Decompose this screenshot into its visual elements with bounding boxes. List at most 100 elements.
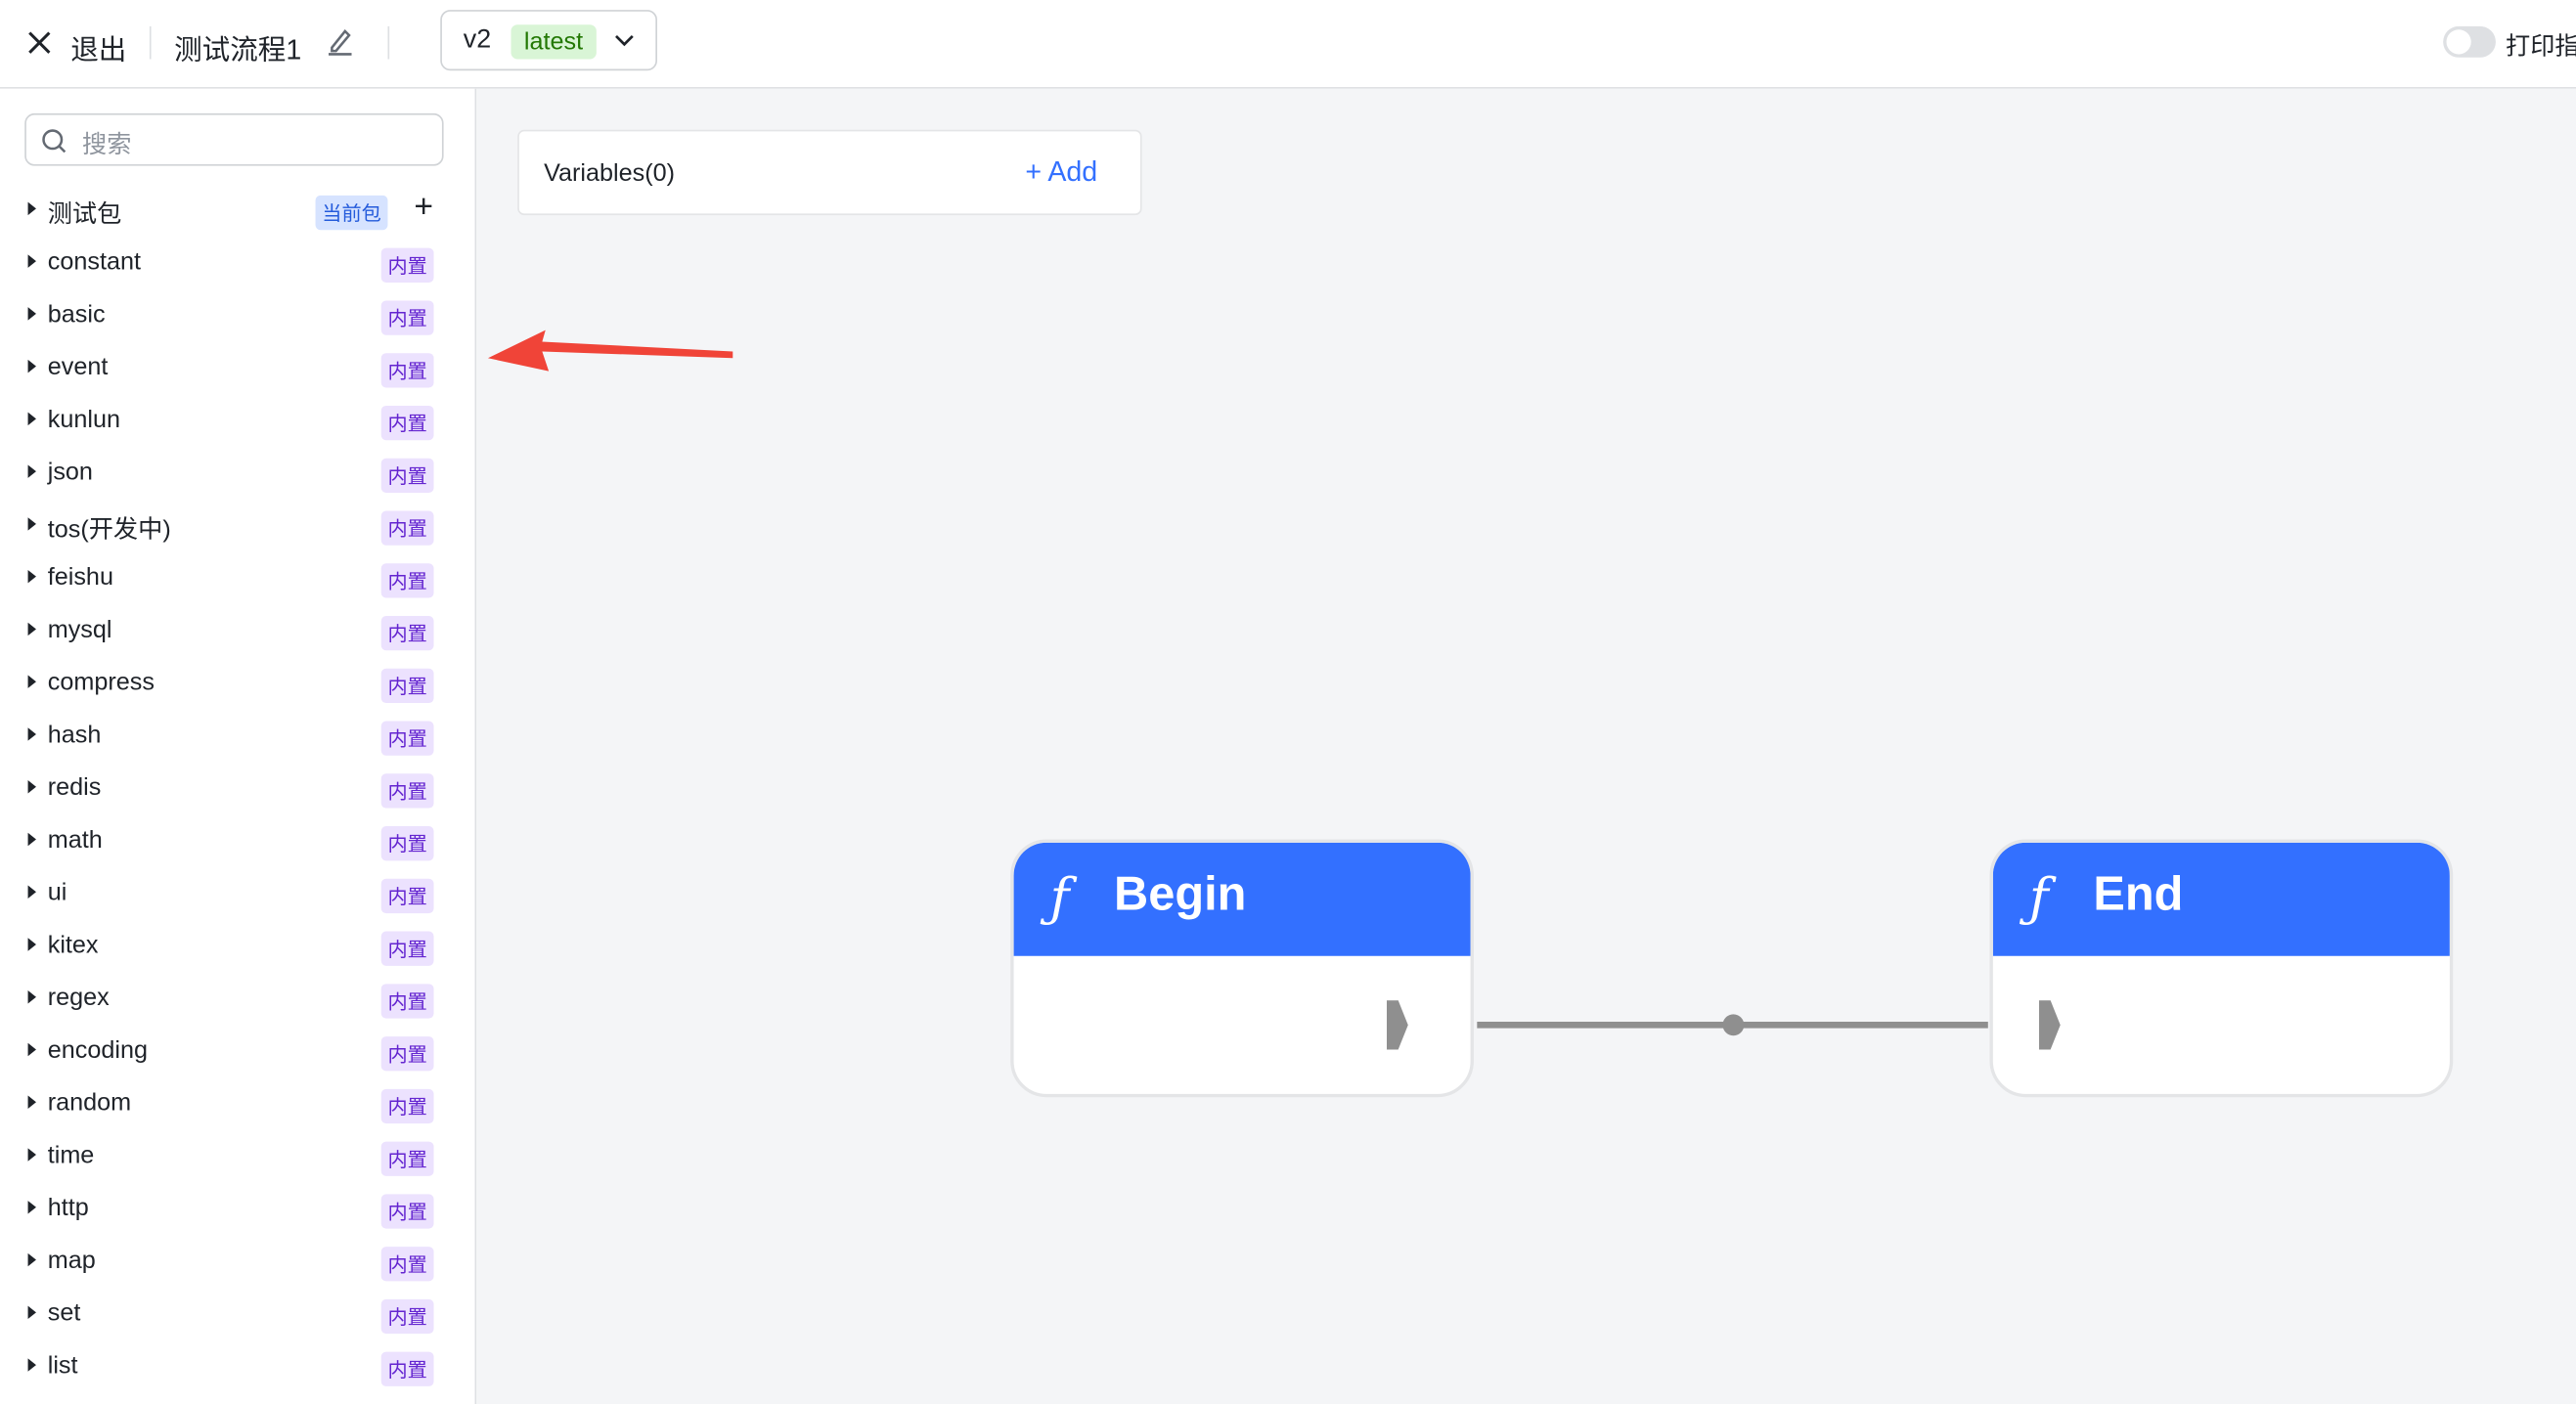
package-label: http [47,1194,89,1222]
add-package-icon[interactable]: + [414,189,433,226]
package-label: random [47,1088,132,1118]
begin-node[interactable]: ƒ Begin [1010,839,1474,1098]
sidebar-item[interactable]: math 内置 [0,814,475,867]
sidebar-item[interactable]: mysql 内置 [0,604,475,657]
builtin-tag: 内置 [380,1194,434,1229]
builtin-tag: 内置 [380,1141,434,1176]
version-select[interactable]: v2 latest [440,10,657,71]
builtin-tag: 内置 [380,721,434,756]
search-input[interactable]: 搜索 [24,112,444,166]
sidebar-item[interactable]: list 内置 [0,1340,475,1393]
sidebar-item[interactable]: compress 内置 [0,657,475,710]
end-node[interactable]: ƒ End [1989,839,2454,1098]
caret-right-icon [27,1252,36,1267]
caret-right-icon [27,254,36,268]
builtin-tag: 内置 [380,616,434,651]
add-variable-button[interactable]: + Add [1025,156,1097,190]
node-title: End [2093,868,2184,922]
builtin-tag: 内置 [380,1088,434,1124]
builtin-tag: 内置 [380,668,434,704]
sidebar-item[interactable]: redis 内置 [0,763,475,815]
caret-right-icon [27,1358,36,1372]
search-placeholder: 搜索 [82,131,132,159]
builtin-tag: 内置 [380,1247,434,1282]
caret-right-icon [27,885,36,899]
builtin-tag: 内置 [380,247,434,283]
output-port-icon[interactable] [1386,1000,1430,1053]
caret-right-icon [27,622,36,636]
caret-right-icon [27,1095,36,1109]
sidebar-item[interactable]: tos(开发中)内置 [0,500,475,552]
caret-right-icon [27,359,36,373]
package-label: hash [47,721,102,750]
close-icon[interactable] [26,29,53,56]
latest-badge: latest [511,24,597,60]
package-label: 测试包 [47,199,122,229]
sidebar-item[interactable]: kitex 内置 [0,920,475,973]
sidebar-item[interactable]: kunlun 内置 [0,394,475,447]
chevron-down-icon [615,35,634,47]
package-label: mysql [47,616,112,644]
builtin-tag: 内置 [380,984,434,1019]
function-icon: ƒ [2028,865,2049,929]
function-icon: ƒ [1049,865,1070,929]
caret-right-icon [27,201,36,216]
sidebar-item[interactable]: feishu 内置 [0,551,475,604]
sidebar-item[interactable]: random 内置 [0,1077,475,1130]
builtin-tag: 内置 [380,458,434,493]
input-port-icon[interactable] [2038,1000,2082,1053]
builtin-tag: 内置 [380,826,434,861]
builtin-tag: 内置 [380,405,434,441]
caret-right-icon [27,675,36,688]
node-title: Begin [1114,868,1247,922]
edit-icon[interactable] [326,26,355,56]
sidebar-item[interactable]: map 内置 [0,1235,475,1288]
package-label: list [47,1351,78,1381]
variables-label: Variables(0) [544,158,676,188]
divider [149,25,152,60]
builtin-tag: 内置 [380,563,434,598]
add-label: Add [1047,155,1098,188]
builtin-tag: 内置 [380,878,434,914]
builtin-tag: 内置 [380,773,434,809]
builtin-tag: 内置 [380,1351,434,1386]
package-label: tos(开发中) [47,515,171,545]
package-label: redis [47,773,102,802]
sidebar-item[interactable]: time 内置 [0,1130,475,1183]
print-toggle[interactable] [2443,25,2496,58]
package-label: feishu [47,563,113,592]
package-label: math [47,826,103,855]
package-label: kunlun [47,405,120,434]
sidebar-item[interactable]: http 内置 [0,1183,475,1236]
connection-edge[interactable] [1474,1009,1991,1042]
package-label: compress [47,668,155,697]
exit-button[interactable]: 退出 [70,34,127,66]
package-label: basic [47,300,106,329]
caret-right-icon [27,727,36,741]
package-label: time [47,1141,95,1170]
caret-right-icon [27,832,36,847]
red-arrow-annotation [487,329,733,372]
caret-right-icon [27,990,36,1004]
toggle-label: 打印指 [2506,32,2576,62]
package-label: map [47,1247,96,1275]
sidebar-item-current-package[interactable]: 测试包 当前包 + [0,184,475,237]
builtin-tag: 内置 [380,1298,434,1335]
sidebar-item[interactable]: hash 内置 [0,710,475,763]
builtin-tag: 内置 [380,931,434,966]
package-label: kitex [47,931,99,960]
flow-canvas[interactable]: Variables(0) + Add ƒ Begin ƒ End [476,88,2576,1404]
divider [387,25,390,60]
edge-midpoint-handle [1722,1014,1745,1036]
builtin-tag: 内置 [380,353,434,388]
variables-panel: Variables(0) + Add [517,129,1142,216]
